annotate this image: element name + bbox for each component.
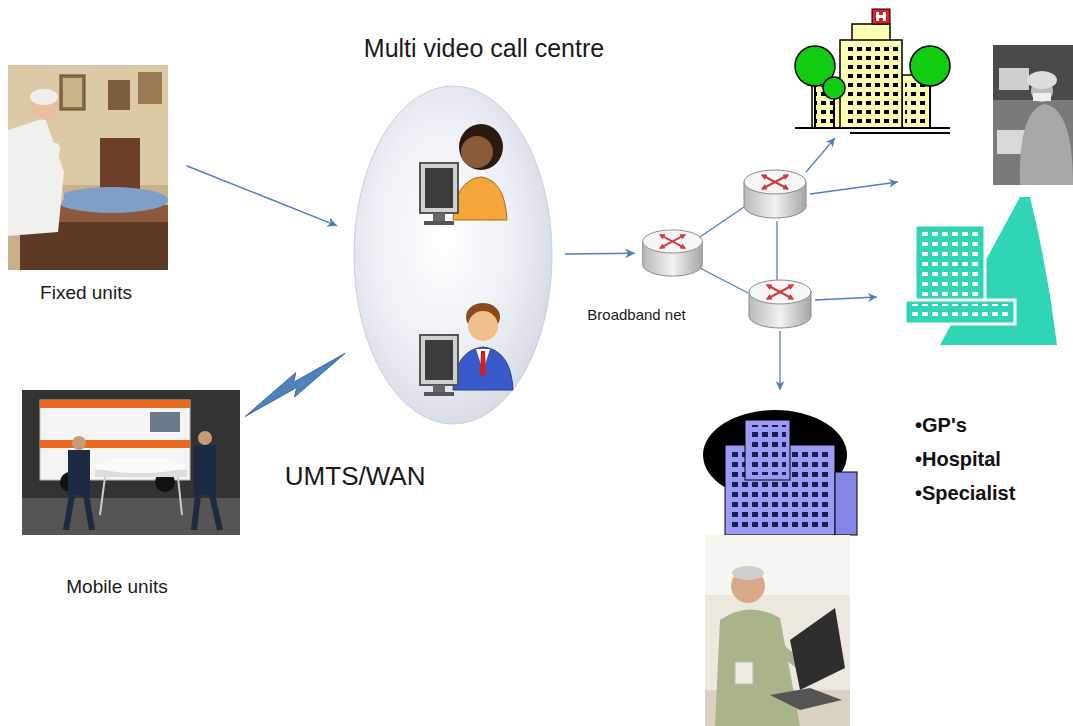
arrow-connector: [187, 166, 338, 226]
home-user-photo: [715, 609, 800, 726]
home-user-photo: [735, 662, 753, 684]
mobile-unit-photo: [72, 436, 86, 450]
network-links: [776, 221, 777, 281]
hospital-icon: [795, 127, 950, 129]
hospital-icon: [833, 95, 835, 128]
home-user-photo: [705, 535, 850, 726]
home-user-photo: [705, 535, 850, 595]
destination-item: •Specialist: [915, 476, 1015, 510]
home-user-photo: [732, 566, 764, 580]
mobile-unit-photo: [68, 450, 90, 495]
network-links: [700, 268, 748, 293]
ellipse-outline: [354, 86, 552, 424]
mobile-unit-node: Mobile units: [22, 390, 240, 598]
surgeon-photo: [993, 45, 1073, 185]
mobile-unit-photo: [40, 400, 190, 480]
clinic-icon: [905, 197, 1057, 345]
mobile-unit-photo: [22, 498, 240, 535]
mobile-unit-photo: [22, 390, 240, 535]
wireless-link: [245, 353, 345, 416]
photo-frame: [22, 390, 240, 535]
mobile-unit-photo: [194, 495, 220, 530]
hospital-icon: [910, 46, 950, 86]
network-links: [700, 207, 744, 237]
fixed-unit-photo: [108, 80, 130, 110]
fixed-unit-photo: [56, 187, 168, 213]
hospital-icon: [872, 9, 890, 24]
fixed-unit-photo: [138, 72, 162, 104]
fixed-unit-node: Fixed units: [8, 65, 168, 304]
mobile-unit-photo: [198, 431, 212, 445]
hospital-icon: [840, 40, 902, 128]
mobile-unit-photo: [40, 400, 190, 408]
ellipse-outline: [353, 85, 553, 425]
agent-figures: [420, 124, 513, 396]
surgeon-photo: [993, 45, 1073, 185]
link-label: UMTS/WAN: [282, 461, 429, 492]
node-caption: Broadband net: [587, 306, 685, 323]
specialist-building-icon: [835, 472, 857, 535]
home-user-photo: [705, 535, 850, 726]
mobile-unit-photo: [100, 477, 105, 515]
broadband-router-node: Broadband net: [640, 228, 705, 323]
mobile-unit-photo: [66, 495, 92, 530]
specialist-building-icon: [745, 420, 790, 480]
node-caption: Mobile units: [66, 576, 167, 598]
router-symbol: [643, 230, 703, 276]
clinic-icon: [905, 300, 1015, 324]
fixed-unit-photo: [30, 89, 58, 105]
network-links: [700, 138, 898, 390]
hospital-icon: [795, 9, 950, 133]
fixed-unit-photo: [100, 138, 140, 190]
network-links: [810, 182, 898, 194]
hospital-icon: [823, 77, 845, 99]
mobile-unit-photo: [178, 477, 182, 515]
network-links: [815, 297, 877, 300]
hospital-icon: [929, 80, 931, 128]
hospital-icon: [814, 80, 816, 128]
mobile-unit-photo: [22, 390, 240, 535]
surgeon-photo: [1027, 71, 1057, 89]
node-caption: Fixed units: [40, 282, 132, 304]
router-symbol: [749, 280, 811, 328]
surgeon-photo: [1020, 104, 1073, 185]
photo-frame: [8, 65, 168, 270]
fixed-unit-photo: [8, 65, 168, 270]
node-caption: Multi video call centre: [364, 34, 604, 63]
call-centre-ellipse: [353, 85, 553, 425]
clinic-icon: [908, 304, 1012, 320]
hospital-icon: [844, 46, 898, 124]
arrow-connector: [565, 253, 635, 255]
router-symbol: [744, 170, 806, 218]
destination-item: •Hospital: [915, 442, 1015, 476]
home-user-photo: [770, 688, 842, 710]
mobile-unit-photo: [194, 445, 216, 495]
hospital-icon: [850, 132, 950, 134]
specialist-building-icon: [703, 410, 857, 535]
hospital-icon: [876, 15, 886, 18]
surgeon-photo: [1033, 93, 1051, 101]
fixed-unit-photo: [60, 75, 85, 110]
home-user-photo: [790, 608, 845, 690]
router-shape: [640, 228, 705, 278]
call-centre-node: Multi video call centre: [353, 34, 553, 425]
router-symbol: [640, 228, 705, 278]
network-links: [779, 331, 780, 390]
fixed-unit-photo: [8, 65, 168, 270]
fixed-unit-photo: [8, 118, 64, 236]
mobile-unit-photo: [95, 457, 185, 473]
fixed-unit-photo: [63, 78, 82, 107]
mobile-unit-photo: [150, 412, 180, 432]
mobile-unit-photo: [40, 440, 190, 448]
specialist-building-icon: [749, 425, 786, 475]
destination-item: •GP's: [915, 408, 1015, 442]
destination-list: •GP's•Hospital•Specialist: [915, 408, 1015, 510]
fixed-unit-photo: [50, 148, 55, 188]
surgeon-photo: [999, 68, 1029, 90]
network-links: [806, 138, 835, 172]
